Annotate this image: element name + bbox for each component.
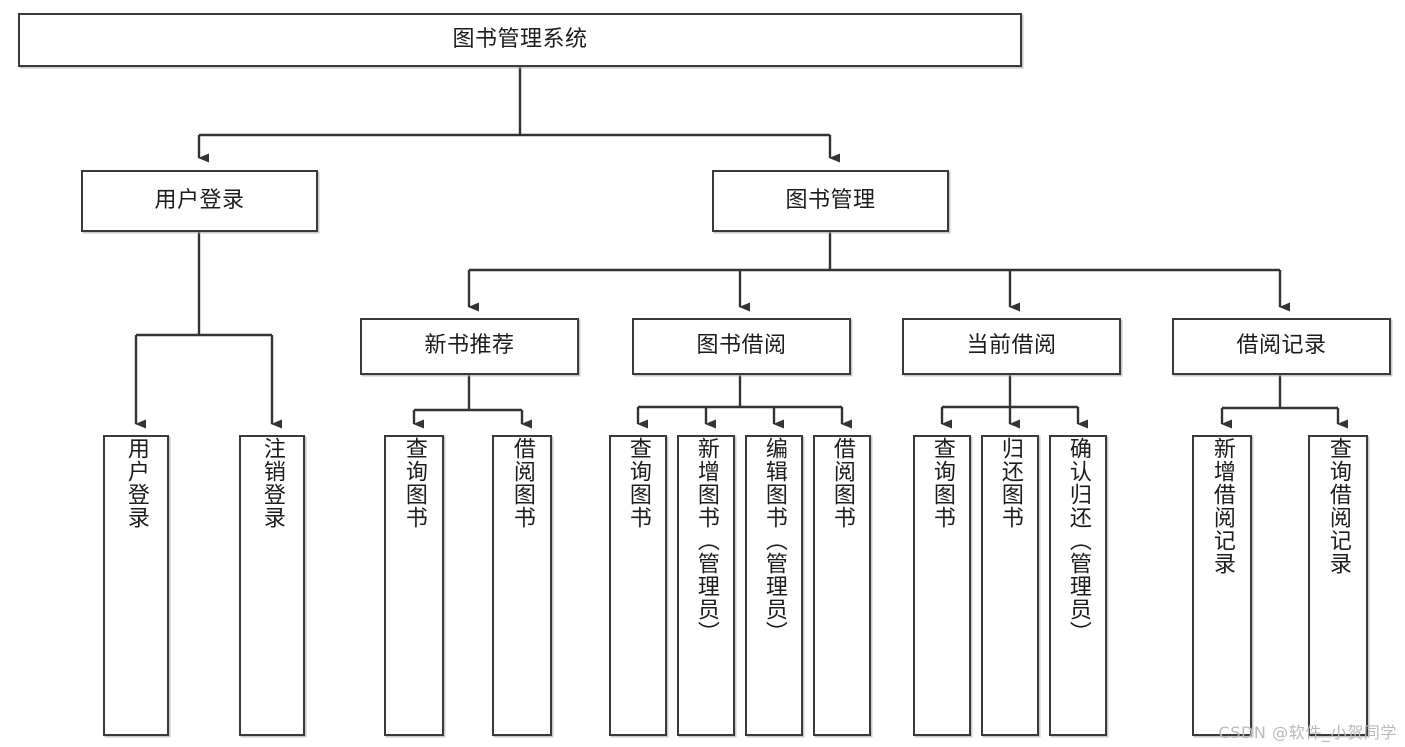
node-book-management[interactable]: 图书管理 [712, 170, 949, 232]
leaf-new-book-query[interactable]: 查询图书 [384, 435, 444, 736]
leaf-user-login-signin-label: 用户登录 [123, 437, 149, 529]
node-book-management-label: 图书管理 [785, 187, 876, 213]
node-root[interactable]: 图书管理系统 [18, 13, 1022, 67]
leaf-user-login-signout-label: 注销登录 [259, 437, 285, 529]
leaf-records-add[interactable]: 新增借阅记录 [1192, 435, 1252, 736]
leaf-user-login-signout[interactable]: 注销登录 [239, 435, 305, 736]
leaf-borrow-edit-book-label: 编辑图书（管理员） [761, 437, 787, 644]
leaf-borrow-add-book[interactable]: 新增图书（管理员） [677, 435, 735, 736]
leaf-borrow-query-book[interactable]: 查询图书 [609, 435, 667, 736]
node-new-book-recommend[interactable]: 新书推荐 [360, 318, 579, 375]
leaf-records-query-label: 查询借阅记录 [1325, 437, 1351, 575]
leaf-current-query-book-label: 查询图书 [929, 437, 955, 529]
leaf-new-book-query-label: 查询图书 [401, 437, 427, 529]
node-root-label: 图书管理系统 [452, 26, 588, 52]
node-borrow-records-label: 借阅记录 [1236, 333, 1327, 359]
watermark: CSDN @软件_小贺同学 [1218, 723, 1397, 742]
leaf-borrow-query-book-label: 查询图书 [625, 437, 651, 529]
leaf-new-book-borrow-label: 借阅图书 [509, 437, 535, 529]
node-current-borrow[interactable]: 当前借阅 [902, 318, 1121, 375]
leaf-borrow-borrow-book[interactable]: 借阅图书 [813, 435, 871, 736]
leaf-user-login-signin[interactable]: 用户登录 [103, 435, 169, 736]
leaf-borrow-borrow-book-label: 借阅图书 [829, 437, 855, 529]
leaf-current-return-book[interactable]: 归还图书 [981, 435, 1039, 736]
node-new-book-recommend-label: 新书推荐 [424, 333, 515, 359]
leaf-current-confirm-return-label: 确认归还（管理员） [1065, 437, 1091, 644]
leaf-borrow-edit-book[interactable]: 编辑图书（管理员） [745, 435, 803, 736]
leaf-new-book-borrow[interactable]: 借阅图书 [492, 435, 552, 736]
node-current-borrow-label: 当前借阅 [966, 333, 1057, 359]
node-book-borrow-label: 图书借阅 [696, 333, 787, 359]
leaf-borrow-add-book-label: 新增图书（管理员） [693, 437, 719, 644]
node-borrow-records[interactable]: 借阅记录 [1172, 318, 1391, 375]
leaf-records-add-label: 新增借阅记录 [1209, 437, 1235, 575]
leaf-current-confirm-return[interactable]: 确认归还（管理员） [1049, 435, 1107, 736]
node-user-login[interactable]: 用户登录 [81, 170, 318, 232]
node-user-login-label: 用户登录 [154, 187, 245, 213]
leaf-current-query-book[interactable]: 查询图书 [913, 435, 971, 736]
node-book-borrow[interactable]: 图书借阅 [632, 318, 851, 375]
leaf-records-query[interactable]: 查询借阅记录 [1308, 435, 1368, 736]
leaf-current-return-book-label: 归还图书 [997, 437, 1023, 529]
